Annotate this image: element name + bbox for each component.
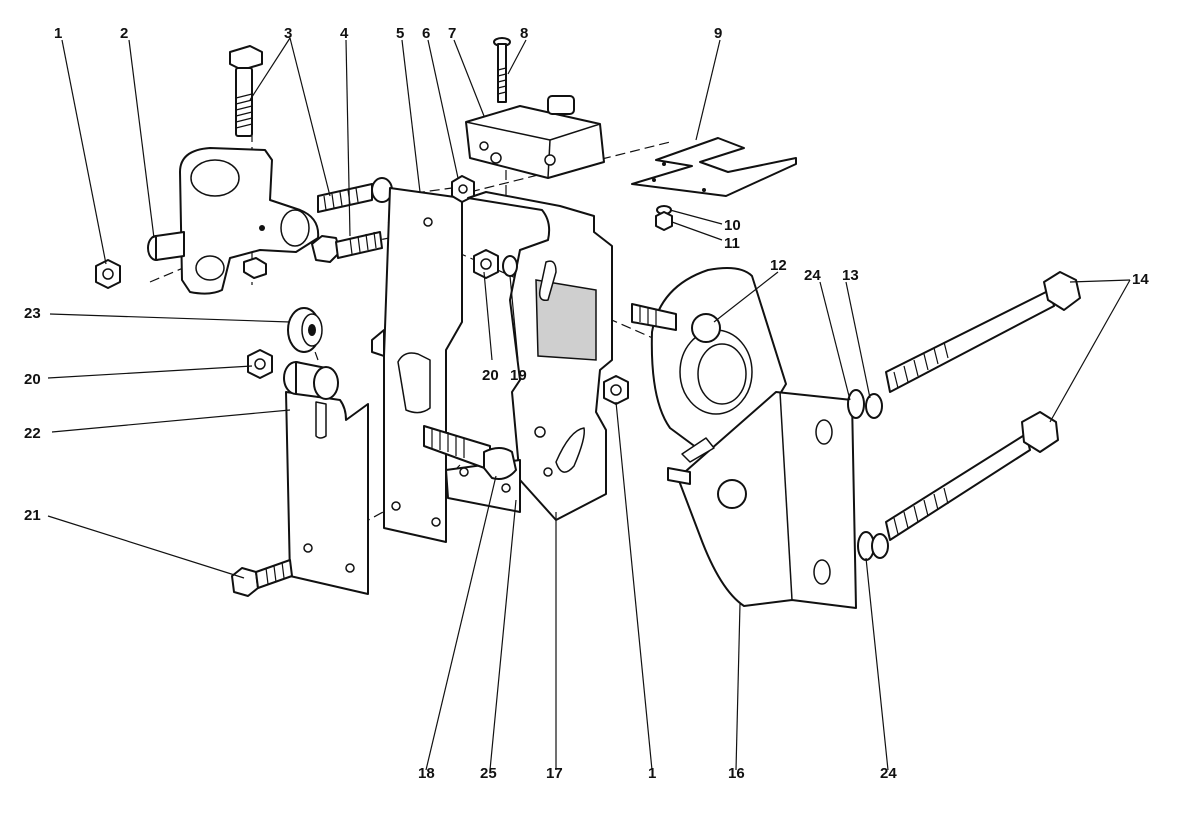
switch-block-part-7 [465, 95, 605, 179]
bracket-part-9 [631, 137, 797, 197]
callout-5: 5 [396, 25, 404, 42]
callout-17: 17 [546, 765, 563, 782]
callout-23: 23 [24, 305, 41, 322]
callout-24-top: 24 [804, 267, 821, 284]
washer-part-24-upper [847, 389, 865, 419]
bolt-part-21 [231, 559, 293, 597]
washer-part-19 [502, 255, 518, 277]
callout-3: 3 [284, 25, 292, 42]
long-bolt-part-14-lower [885, 411, 1059, 541]
washer-part-24-lower [857, 531, 889, 561]
leader-lines [47, 37, 1131, 771]
main-plate-part-17 [467, 191, 613, 521]
callout-1-bottom: 1 [648, 765, 656, 782]
pin-part-2 [147, 231, 185, 261]
plate-part-5 [371, 187, 463, 543]
bolt-part-3-horizontal [317, 177, 393, 213]
nut-part-20-left [247, 349, 273, 379]
callout-11: 11 [724, 235, 740, 252]
pivot-bracket-part-3 [179, 45, 320, 295]
long-bolt-part-14-upper [885, 271, 1081, 393]
callout-4: 4 [340, 25, 349, 42]
nut-part-11 [655, 211, 673, 231]
mounting-bracket-part-16 [667, 391, 857, 609]
bolt-part-4 [311, 231, 383, 263]
callout-20-left: 20 [24, 371, 41, 388]
nut-part-1-left [95, 259, 121, 289]
callout-16: 16 [728, 765, 745, 782]
bearing-part-23 [287, 307, 323, 353]
nut-part-1-center [603, 375, 629, 405]
washer-part-13 [865, 393, 883, 419]
nut-part-6 [451, 175, 475, 203]
callout-24-bottom: 24 [880, 765, 897, 782]
callout-22: 22 [24, 425, 41, 442]
callout-18: 18 [418, 765, 435, 782]
callout-labels: 1 2 3 4 5 6 7 8 9 10 11 12 24 13 14 23 2… [24, 25, 1149, 782]
callout-21: 21 [24, 507, 41, 524]
plate-part-22 [283, 361, 369, 595]
nut-part-20-mid [473, 249, 499, 279]
screw-part-8 [493, 37, 511, 103]
callout-9: 9 [714, 25, 722, 42]
callout-25: 25 [480, 765, 497, 782]
callout-7: 7 [448, 25, 456, 42]
bolt-part-18 [423, 425, 517, 480]
callout-8: 8 [520, 25, 528, 42]
callout-13: 13 [842, 267, 859, 284]
callout-14: 14 [1132, 271, 1149, 288]
callout-10: 10 [724, 217, 741, 234]
callout-12: 12 [770, 257, 787, 274]
callout-19: 19 [510, 367, 527, 384]
callout-1-top: 1 [54, 25, 62, 42]
callout-6: 6 [422, 25, 430, 42]
callout-2: 2 [120, 25, 128, 42]
callout-20-mid: 20 [482, 367, 499, 384]
